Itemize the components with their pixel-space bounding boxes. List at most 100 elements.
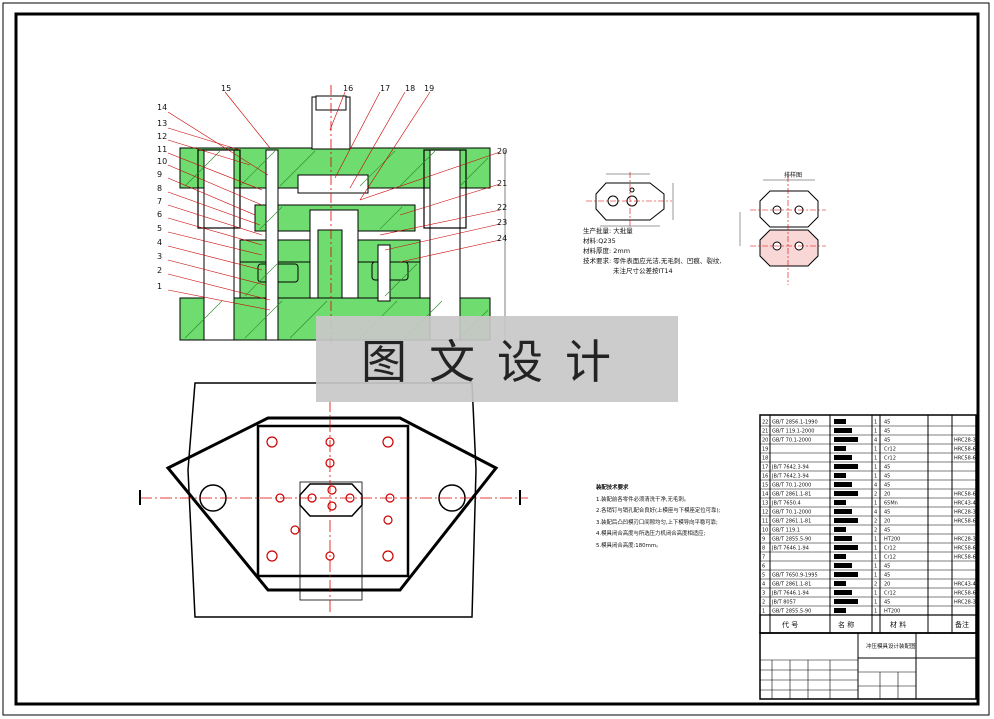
bom-cell-std: GB/T 7650.9-1995: [772, 572, 818, 578]
bom-name-cell: [834, 536, 852, 541]
bom-cell-note: HRC28-32: [954, 509, 979, 515]
part-drawing: [586, 172, 674, 227]
bom-cell-mat: 45: [884, 428, 890, 434]
callout-6: 6: [157, 210, 162, 219]
bom-cell-qty: 1: [874, 545, 877, 551]
bom-cell-mat: 45: [884, 527, 890, 533]
bom-row-index: 7: [762, 554, 765, 560]
bom-cell-mat: 45: [884, 464, 890, 470]
callout-9: 9: [157, 170, 162, 179]
callout-7: 7: [157, 197, 162, 206]
bom-row-index: 3: [762, 590, 765, 596]
bom-cell-note: HRC28-32: [954, 599, 979, 605]
layout-title: 排样图: [784, 172, 803, 179]
part-info-material: 材料:Q235: [583, 237, 616, 245]
bom-cell-note: HRC43-48: [954, 500, 979, 506]
bom-cell-mat: Cr12: [884, 455, 896, 461]
bom-cell-mat: 65Mn: [884, 500, 898, 506]
bom-cell-mat: 20: [884, 491, 890, 497]
tech-note-item: 5.模具闭合高度:180mm。: [596, 542, 662, 549]
bom-row-index: 14: [762, 491, 768, 497]
callout-17: 17: [380, 84, 390, 93]
bom-row-index: 15: [762, 482, 768, 488]
bom-cell-std: JB/T 7642.3-94: [771, 473, 809, 479]
bom-cell-note: HRC28-32: [954, 536, 979, 542]
callout-24: 24: [497, 234, 507, 243]
bom-name-cell: [834, 500, 846, 505]
bom-name-cell: [834, 446, 846, 451]
bom-row-index: 11: [762, 518, 768, 524]
bom-cell-std: GB/T 2856.1-1990: [772, 419, 818, 425]
callout-19: 19: [424, 84, 434, 93]
callout-20: 20: [497, 147, 507, 156]
callout-8: 8: [157, 184, 162, 193]
callout-15: 15: [221, 84, 231, 93]
tech-note-item: 4.模具闭合高度与所选压力机闭合高度相适应;: [596, 531, 706, 537]
bom-name-cell: [834, 419, 846, 424]
callout-21: 21: [497, 179, 507, 188]
bom-row-index: 19: [762, 446, 768, 452]
bom-cell-qty: 1: [874, 419, 877, 425]
bom-cell-qty: 1: [874, 473, 877, 479]
callout-11: 11: [157, 145, 167, 154]
tech-notes-title: 装配技术要求: [596, 485, 629, 491]
bom-cell-note: HRC28-32: [954, 437, 979, 443]
callouts-left: 14 13 12 11 10 9 8 7 6 5 4 3 2 1: [157, 103, 167, 291]
callout-10: 10: [157, 157, 167, 166]
bom-row-index: 21: [762, 428, 768, 434]
bom-cell-mat: 20: [884, 518, 890, 524]
left-guide-post: [203, 149, 235, 341]
bom-row-index: 6: [762, 563, 765, 569]
callout-22: 22: [497, 203, 507, 212]
bom-cell-std: JB/T 7642.3-94: [771, 464, 809, 470]
bom-cell-mat: Cr12: [884, 545, 896, 551]
bom-header-note: 备注: [955, 620, 969, 629]
bom-row-index: 22: [762, 419, 768, 425]
bom-cell-mat: HT200: [884, 536, 900, 542]
bom-cell-qty: 1: [874, 446, 877, 452]
bom-cell-mat: Cr12: [884, 446, 896, 452]
bom-cell-std: GB/T 2855.5-90: [772, 608, 811, 614]
bom-cell-mat: 45: [884, 563, 890, 569]
bom-cell-mat: 45: [884, 599, 890, 605]
bom-name-cell: [834, 473, 846, 478]
bom-cell-mat: HT200: [884, 608, 900, 614]
watermark: 图文设计: [316, 316, 678, 402]
bom-cell-std: GB/T 2855.5-90: [772, 536, 811, 542]
bom-row-index: 5: [762, 572, 765, 578]
bom-cell-note: HRC58-62: [954, 590, 979, 596]
bom-row-index: 17: [762, 464, 768, 470]
bom-cell-mat: 20: [884, 581, 890, 587]
callout-4: 4: [157, 238, 162, 247]
bom-header-name: 名 称: [838, 620, 854, 629]
callout-leaders: [167, 91, 501, 311]
bom-header-code: 代 号: [782, 620, 798, 629]
bom-cell-std: GB/T 70.1-2000: [772, 437, 811, 443]
bom-cell-qty: 1: [874, 599, 877, 605]
title-block: 冲压模具设计装配图: [759, 632, 977, 700]
bom-cell-qty: 1: [874, 464, 877, 470]
bom-name-cell: [834, 545, 858, 550]
bom-cell-qty: 1: [874, 572, 877, 578]
plan-view: [139, 382, 528, 618]
bom-name-cell: [834, 491, 858, 496]
bom-cell-std: JB/T 8057: [771, 599, 796, 605]
bom-name-cell: [834, 527, 846, 532]
technical-requirements: 装配技术要求 1.装配前各零件必须清洗干净,无毛刺。 2.各销钉与销孔配合良好(…: [596, 483, 720, 552]
bom-name-cell: [834, 599, 858, 604]
bom-cell-note: HRC58-62: [954, 455, 979, 461]
part-info-batch: 生产批量: 大批量: [583, 227, 633, 235]
bom-cell-std: GB/T 2861.1-81: [772, 581, 811, 587]
bom-row-index: 2: [762, 599, 765, 605]
bom-cell-mat: 45: [884, 572, 890, 578]
right-guide-post: [429, 149, 461, 341]
bom-header-material: 材 料: [890, 620, 906, 629]
bom-cell-mat: 45: [884, 419, 890, 425]
bom-cell-qty: 1: [874, 590, 877, 596]
bom-cell-mat: 45: [884, 473, 890, 479]
bom-cell-note: HRC58-62: [954, 518, 979, 524]
bom-cell-note: HRC58-62: [954, 545, 979, 551]
inner-frame: [14, 12, 980, 706]
bom-name-cell: [834, 455, 852, 460]
